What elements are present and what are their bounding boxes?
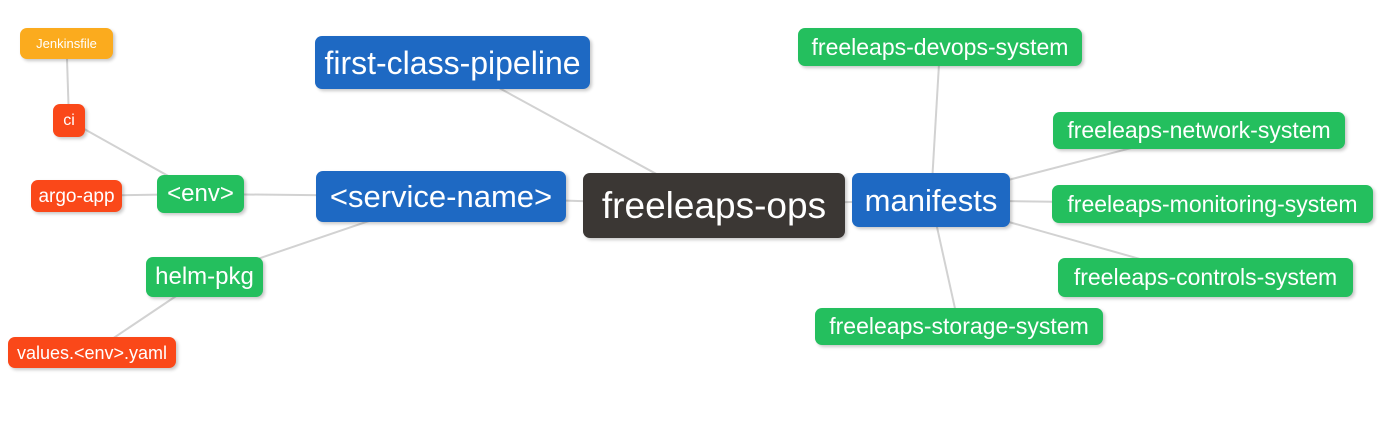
node-freeleaps-ops[interactable]: freeleaps-ops <box>583 173 845 238</box>
node-ci[interactable]: ci <box>53 104 85 137</box>
node-helm-pkg[interactable]: helm-pkg <box>146 257 263 297</box>
node-env[interactable]: <env> <box>157 175 244 213</box>
node-manifests[interactable]: manifests <box>852 173 1010 227</box>
node-freeleaps-network-system[interactable]: freeleaps-network-system <box>1053 112 1345 149</box>
node-freeleaps-storage-system[interactable]: freeleaps-storage-system <box>815 308 1103 345</box>
node-freeleaps-monitoring-system[interactable]: freeleaps-monitoring-system <box>1052 185 1373 223</box>
node-argo-app[interactable]: argo-app <box>31 180 122 212</box>
node-freeleaps-devops-system[interactable]: freeleaps-devops-system <box>798 28 1082 66</box>
node-service-name[interactable]: <service-name> <box>316 171 566 222</box>
node-first-class-pipeline[interactable]: first-class-pipeline <box>315 36 590 89</box>
node-jenkinsfile[interactable]: Jenkinsfile <box>20 28 113 59</box>
node-freeleaps-controls-system[interactable]: freeleaps-controls-system <box>1058 258 1353 297</box>
node-values-env-yaml[interactable]: values.<env>.yaml <box>8 337 176 368</box>
